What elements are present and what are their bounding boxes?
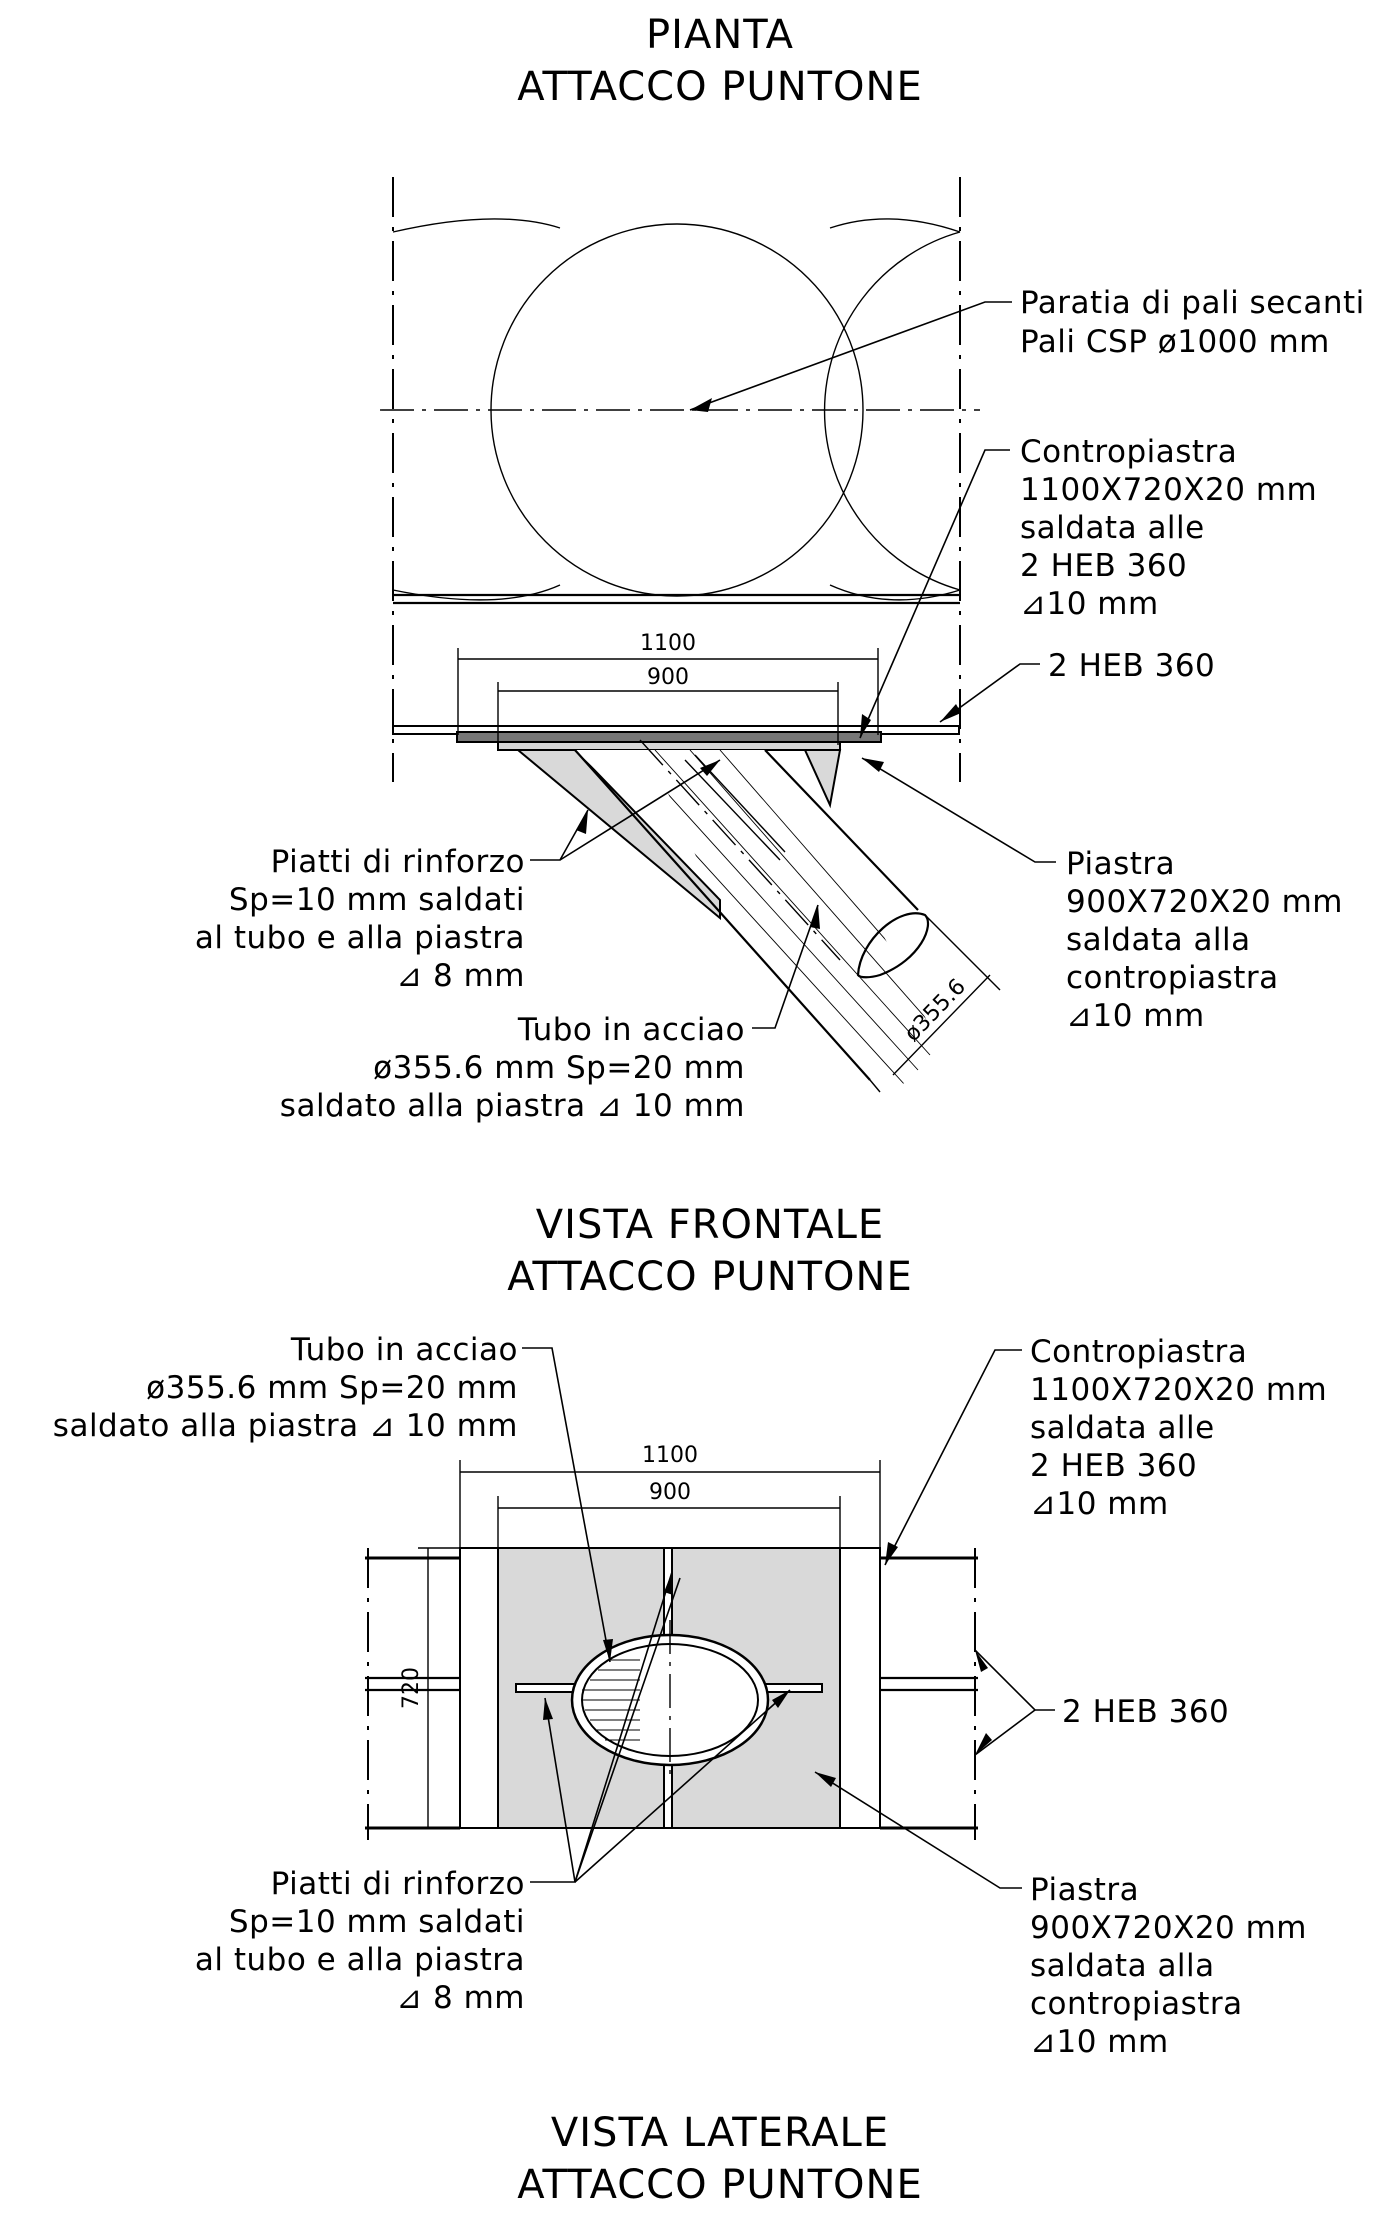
plan-note-cp-line5: ⊿10 mm [1020, 586, 1159, 622]
front-note-ribs-line4: ⊿ 8 mm [396, 1980, 525, 2016]
plan-note-ribs-line4: ⊿ 8 mm [396, 958, 525, 994]
front-dim-900-label: 900 [649, 1480, 691, 1505]
front-view: VISTA FRONTALE ATTACCO PUNTONE [53, 1202, 1327, 2060]
plan-title-line2: ATTACCO PUNTONE [517, 64, 922, 110]
tube-end [856, 912, 930, 979]
front-note-tube: Tubo in acciao ø355.6 mm Sp=20 mm saldat… [53, 1332, 613, 1663]
front-dim-1100-label: 1100 [642, 1443, 698, 1468]
plan-note-cp-line4: 2 HEB 360 [1020, 548, 1187, 584]
plan-tube [574, 739, 952, 1086]
front-note-tube-line2: ø355.6 mm Sp=20 mm [146, 1370, 518, 1406]
front-note-cp-line5: ⊿10 mm [1030, 1486, 1169, 1522]
plan-note-ribs-line3: al tubo e alla piastra [195, 920, 525, 956]
front-note-tube-line3: saldato alla piastra ⊿ 10 mm [53, 1408, 518, 1444]
front-note-ribs-line1: Piatti di rinforzo [271, 1866, 525, 1902]
front-tube-ring [570, 1620, 770, 1780]
front-note-plate-line4: contropiastra [1030, 1986, 1243, 2022]
front-note-plate-line3: saldata alla [1030, 1948, 1215, 1984]
front-dim-720-label: 720 [399, 1667, 424, 1709]
plan-note-ribs-line1: Piatti di rinforzo [271, 844, 525, 880]
front-note-plate-line1: Piastra [1030, 1872, 1139, 1908]
front-title-line1: VISTA FRONTALE [536, 1202, 884, 1248]
plan-note-plate-line2: 900X720X20 mm [1066, 884, 1343, 920]
side-view: VISTA LATERALE ATTACCO PUNTONE [517, 2110, 922, 2208]
plan-note-plate-line3: saldata alla [1066, 922, 1251, 958]
plan-note-heb: 2 HEB 360 [939, 648, 1215, 723]
plan-note-tube: Tubo in acciao ø355.6 mm Sp=20 mm saldat… [280, 904, 820, 1124]
plan-note-cp-line3: saldata alle [1020, 510, 1205, 546]
plan-note-plate-line4: contropiastra [1066, 960, 1279, 996]
front-note-ribs-line3: al tubo e alla piastra [195, 1942, 525, 1978]
tube-inner-weld [684, 759, 781, 861]
plan-note-plate: Piastra 900X720X20 mm saldata alla contr… [861, 757, 1343, 1034]
plan-note-ribs: Piatti di rinforzo Sp=10 mm saldati al t… [195, 759, 721, 994]
front-note-cp-line4: 2 HEB 360 [1030, 1448, 1197, 1484]
plan-dim-900-label: 900 [647, 665, 689, 690]
front-note-counterplate: Contropiastra 1100X720X20 mm saldata all… [884, 1334, 1327, 1566]
plan-note-tube-line3: saldato alla piastra ⊿ 10 mm [280, 1088, 745, 1124]
side-title-line1: VISTA LATERALE [551, 2110, 889, 2156]
plan-dim-diameter-label: ø355.6 [900, 974, 971, 1046]
counterplate-plan [456, 731, 882, 743]
plan-note-piles: Paratia di pali secanti Pali CSP ø1000 m… [689, 285, 1365, 412]
front-note-heb-text: 2 HEB 360 [1062, 1694, 1229, 1730]
tube-edge-right [764, 749, 919, 911]
side-title-line2: ATTACCO PUNTONE [517, 2162, 922, 2208]
plan-note-tube-line2: ø355.6 mm Sp=20 mm [373, 1050, 745, 1086]
front-note-plate-line2: 900X720X20 mm [1030, 1910, 1307, 1946]
tube-edge-left [574, 749, 871, 1081]
front-note-cp-line1: Contropiastra [1030, 1334, 1247, 1370]
rib-plate-left [515, 749, 721, 921]
plan-note-plate-line1: Piastra [1066, 846, 1175, 882]
plan-view: PIANTA ATTACCO PUNTONE [195, 12, 1365, 1124]
rib-plate-right [803, 749, 842, 809]
heb-right [880, 1548, 978, 1840]
front-note-heb: 2 HEB 360 [974, 1649, 1229, 1756]
front-title-line2: ATTACCO PUNTONE [507, 1254, 912, 1300]
plan-note-piles-line2: Pali CSP ø1000 mm [1020, 324, 1330, 360]
plan-note-plate-line5: ⊿10 mm [1066, 998, 1205, 1034]
front-note-cp-line3: saldata alle [1030, 1410, 1215, 1446]
plan-note-piles-line1: Paratia di pali secanti [1020, 285, 1365, 321]
plan-note-cp-line2: 1100X720X20 mm [1020, 472, 1317, 508]
plan-dimension-1100: 1100 [457, 631, 879, 735]
front-dimension-720: 720 [399, 1547, 460, 1829]
plan-dim-1100-label: 1100 [640, 631, 696, 656]
front-note-plate-line5: ⊿10 mm [1030, 2024, 1169, 2060]
plan-note-cp-line1: Contropiastra [1020, 434, 1237, 470]
plan-note-counterplate: Contropiastra 1100X720X20 mm saldata all… [859, 434, 1317, 739]
front-note-cp-line2: 1100X720X20 mm [1030, 1372, 1327, 1408]
plan-dimension-900: 900 [497, 665, 839, 745]
plan-note-heb-text: 2 HEB 360 [1048, 648, 1215, 684]
front-dimension-1100: 1100 [459, 1443, 881, 1548]
plan-note-tube-line1: Tubo in acciao [517, 1012, 745, 1048]
front-note-plate: Piastra 900X720X20 mm saldata alla contr… [814, 1771, 1307, 2060]
tube-axis [639, 739, 841, 961]
front-note-ribs-line2: Sp=10 mm saldati [229, 1904, 525, 1940]
plan-title-line1: PIANTA [646, 12, 794, 58]
front-note-tube-line1: Tubo in acciao [290, 1332, 518, 1368]
front-dimension-900: 900 [497, 1480, 841, 1548]
plan-note-ribs-line2: Sp=10 mm saldati [229, 882, 525, 918]
front-note-ribs: Piatti di rinforzo Sp=10 mm saldati al t… [195, 1571, 791, 2016]
plate-plan [497, 741, 841, 751]
